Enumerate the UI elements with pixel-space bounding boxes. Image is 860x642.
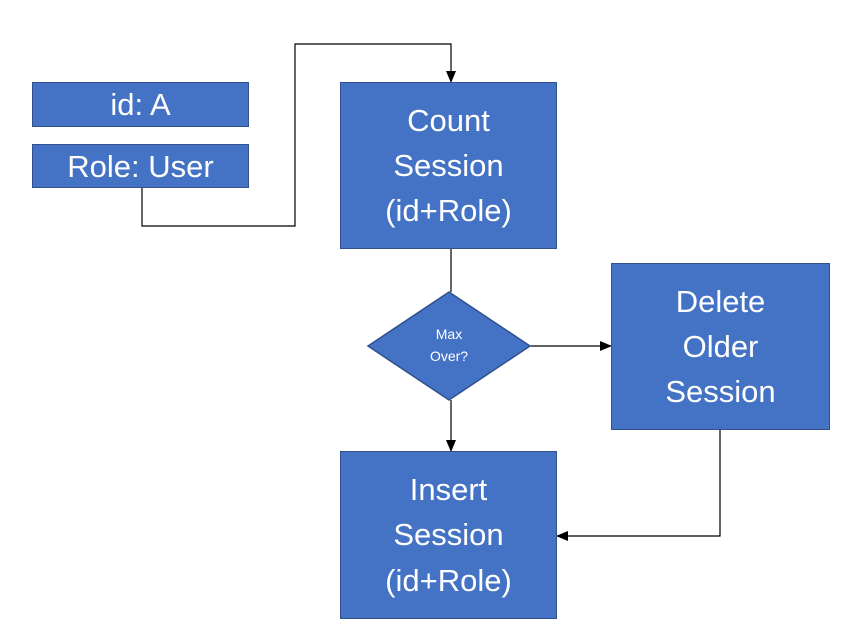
count-session-node: Count Session (id+Role) (340, 82, 557, 249)
delete-older-session-node: Delete Older Session (611, 263, 830, 430)
decision-diamond (366, 291, 532, 401)
connector-delete-to-insert (556, 430, 721, 541)
id-input-tag: id: A (32, 82, 249, 127)
role-input-tag: Role: User (32, 144, 249, 188)
insert-session-node: Insert Session (id+Role) (340, 451, 557, 619)
connector-input-to-count (141, 43, 456, 227)
